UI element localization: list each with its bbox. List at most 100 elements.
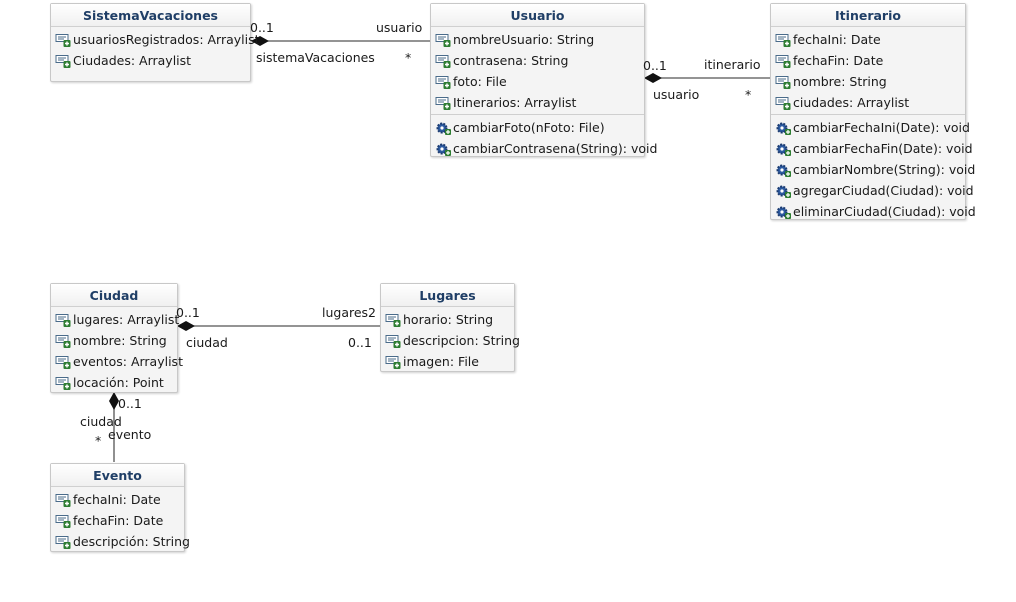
attribute-text: fechaFin: Date xyxy=(73,513,164,528)
attribute-text: imagen: File xyxy=(403,354,479,369)
attribute-text: nombre: String xyxy=(73,333,167,348)
attribute-row[interactable]: fechaFin: Date xyxy=(51,510,184,531)
attribute-text: usuariosRegistrados: Arraylist xyxy=(73,32,260,47)
attribute-compartment: fechaIni: Date fechaFin: Date nombre: Stri… xyxy=(771,27,965,114)
field-icon xyxy=(55,53,73,68)
field-icon xyxy=(435,74,453,89)
attribute-row[interactable]: ciudades: Arraylist xyxy=(771,92,965,113)
class-name: Itinerario xyxy=(771,4,965,27)
operation-row[interactable]: cambiarContrasena(String): void xyxy=(431,138,657,159)
operation-row[interactable]: cambiarFoto(nFoto: File) xyxy=(431,117,644,138)
class-name: Ciudad xyxy=(51,284,177,307)
attribute-row[interactable]: fechaFin: Date xyxy=(771,50,965,71)
attribute-compartment: fechaIni: Date fechaFin: Date descripción:… xyxy=(51,487,190,553)
field-icon xyxy=(775,53,793,68)
attribute-row[interactable]: Ciudades: Arraylist xyxy=(51,50,250,71)
operation-compartment: cambiarFechaIni(Date): void cambiarFechaF… xyxy=(771,114,976,223)
attribute-row[interactable]: fechaIni: Date xyxy=(771,29,965,50)
attribute-text: contrasena: String xyxy=(453,53,569,68)
operation-text: cambiarFoto(nFoto: File) xyxy=(453,120,605,135)
attribute-text: fechaIni: Date xyxy=(793,32,881,47)
class-name: Lugares xyxy=(381,284,514,307)
attribute-text: eventos: Arraylist xyxy=(73,354,183,369)
operation-row[interactable]: cambiarNombre(String): void xyxy=(771,159,975,180)
operation-row[interactable]: cambiarFechaIni(Date): void xyxy=(771,117,970,138)
field-icon xyxy=(55,375,73,390)
composition-diamond-ciudad-evento xyxy=(109,392,119,410)
field-icon xyxy=(55,32,73,47)
field-icon xyxy=(55,492,73,507)
operation-text: eliminarCiudad(Ciudad): void xyxy=(793,204,976,219)
attribute-text: foto: File xyxy=(453,74,507,89)
multiplicity-label: 0..1 xyxy=(643,58,667,73)
attribute-row[interactable]: horario: String xyxy=(381,309,514,330)
attribute-row[interactable]: nombre: String xyxy=(771,71,965,92)
attribute-row[interactable]: usuariosRegistrados: Arraylist xyxy=(51,29,260,50)
composition-diamond-usuario xyxy=(644,73,662,83)
field-icon xyxy=(435,95,453,110)
method-gear-icon xyxy=(435,120,453,135)
attribute-text: nombre: String xyxy=(793,74,887,89)
class-name: Evento xyxy=(51,464,184,487)
role-label: ciudad xyxy=(80,414,122,429)
field-icon xyxy=(775,74,793,89)
attribute-row[interactable]: lugares: Arraylist xyxy=(51,309,180,330)
operation-compartment: cambiarFoto(nFoto: File) cambiarContrasen… xyxy=(431,114,657,160)
attribute-text: descripción: String xyxy=(73,534,190,549)
field-icon xyxy=(55,513,73,528)
multiplicity-label: * xyxy=(405,50,412,65)
multiplicity-label: 0..1 xyxy=(118,396,142,411)
operation-row[interactable]: agregarCiudad(Ciudad): void xyxy=(771,180,974,201)
field-icon xyxy=(775,32,793,47)
field-icon xyxy=(775,95,793,110)
attribute-compartment: nombreUsuario: String contrasena: String f… xyxy=(431,27,644,114)
attribute-row[interactable]: foto: File xyxy=(431,71,644,92)
multiplicity-label: * xyxy=(95,433,102,448)
method-gear-icon xyxy=(775,204,793,219)
attribute-text: locación: Point xyxy=(73,375,164,390)
attribute-text: Ciudades: Arraylist xyxy=(73,53,192,68)
attribute-row[interactable]: descripción: String xyxy=(51,531,190,552)
attribute-row[interactable]: imagen: File xyxy=(381,351,514,372)
method-gear-icon xyxy=(775,162,793,177)
field-icon xyxy=(55,534,73,549)
multiplicity-label: * xyxy=(745,87,752,102)
class-ciudad[interactable]: Ciudad lugares: Arraylist nombre: String ev… xyxy=(50,283,183,393)
attribute-text: nombreUsuario: String xyxy=(453,32,595,47)
operation-row[interactable]: eliminarCiudad(Ciudad): void xyxy=(771,201,976,222)
attribute-row[interactable]: descripcion: String xyxy=(381,330,520,351)
attribute-row[interactable]: nombre: String xyxy=(51,330,177,351)
attribute-row[interactable]: eventos: Arraylist xyxy=(51,351,183,372)
operation-row[interactable]: cambiarFechaFin(Date): void xyxy=(771,138,973,159)
attribute-row[interactable]: contrasena: String xyxy=(431,50,644,71)
attribute-text: lugares: Arraylist xyxy=(73,312,180,327)
role-label: evento xyxy=(108,427,152,442)
composition-diamond-ciudad-lugares xyxy=(177,321,195,331)
multiplicity-label: 0..1 xyxy=(176,305,200,320)
attribute-compartment: horario: String descripcion: String imagen… xyxy=(381,307,520,373)
operation-text: cambiarNombre(String): void xyxy=(793,162,976,177)
attribute-row[interactable]: locación: Point xyxy=(51,372,177,393)
multiplicity-label: 0..1 xyxy=(348,335,372,350)
role-label: ciudad xyxy=(186,335,228,350)
attribute-row[interactable]: nombreUsuario: String xyxy=(431,29,644,50)
role-label: itinerario xyxy=(704,57,761,72)
attribute-row[interactable]: Itinerarios: Arraylist xyxy=(431,92,644,113)
field-icon xyxy=(55,312,73,327)
operation-text: agregarCiudad(Ciudad): void xyxy=(793,183,974,198)
field-icon xyxy=(435,32,453,47)
class-itinerario[interactable]: Itinerario fechaIni: Date fechaFin: Date no… xyxy=(770,3,976,223)
field-icon xyxy=(55,354,73,369)
class-name: SistemaVacaciones xyxy=(51,4,250,27)
operation-text: cambiarFechaIni(Date): void xyxy=(793,120,970,135)
attribute-text: Itinerarios: Arraylist xyxy=(453,95,577,110)
attribute-text: horario: String xyxy=(403,312,494,327)
class-lugares[interactable]: Lugares horario: String descripcion: Strin… xyxy=(380,283,520,373)
operation-text: cambiarFechaFin(Date): void xyxy=(793,141,973,156)
attribute-row[interactable]: fechaIni: Date xyxy=(51,489,184,510)
